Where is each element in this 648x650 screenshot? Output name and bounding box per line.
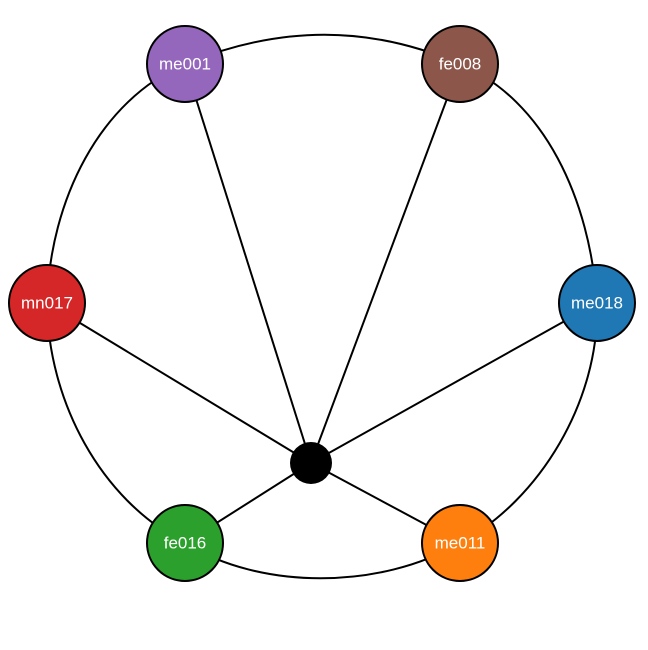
node-label: me011	[435, 534, 486, 553]
node-circle[interactable]	[421, 504, 499, 582]
edge-hub-me018	[310, 302, 598, 464]
node-me001[interactable]: me001	[146, 25, 224, 103]
edge-hub-mn017	[46, 302, 312, 464]
edge-hub-fe008	[310, 63, 461, 464]
node-me018[interactable]: me018	[558, 264, 636, 342]
node-circle[interactable]	[421, 25, 499, 103]
node-label: fe008	[439, 55, 482, 74]
edges	[46, 63, 598, 544]
node-circle[interactable]	[558, 264, 636, 342]
edge-hub-me001	[184, 63, 312, 464]
hub-node[interactable]	[290, 442, 332, 484]
node-circle[interactable]	[8, 264, 86, 342]
node-me011[interactable]: me011	[421, 504, 499, 582]
node-mn017[interactable]: mn017	[8, 264, 86, 342]
node-label: mn017	[21, 294, 73, 313]
ring-path	[45, 33, 599, 580]
node-label: me001	[159, 55, 211, 74]
node-fe016[interactable]: fe016	[146, 504, 224, 582]
node-fe008[interactable]: fe008	[421, 25, 499, 103]
nodes: me001 fe008 mn017 me018 fe016 me011	[8, 25, 636, 582]
outer-ring	[45, 33, 599, 580]
node-label: me018	[571, 294, 623, 313]
node-label: fe016	[164, 534, 207, 553]
node-circle[interactable]	[146, 25, 224, 103]
node-circle[interactable]	[146, 504, 224, 582]
